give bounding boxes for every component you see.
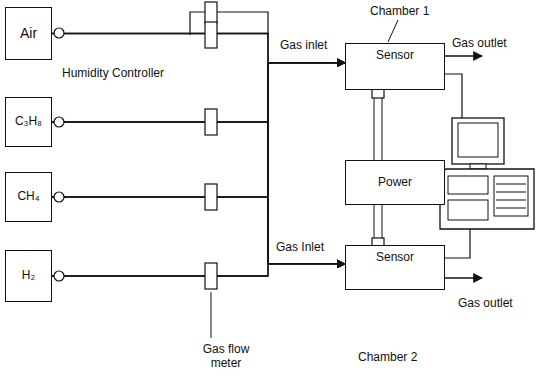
power-cable [374, 90, 383, 160]
valve [54, 28, 64, 38]
gas-line [52, 122, 345, 264]
gas-source-box: Air [5, 7, 52, 60]
node-text: Sensor [376, 49, 414, 63]
gas-outlet-arrow [445, 55, 482, 56]
gas-line [52, 63, 345, 276]
gas-outlet-arrow [445, 277, 482, 278]
power-box: Power [345, 160, 445, 205]
gas-line [52, 34, 345, 63]
node-text: CH₄ [17, 190, 39, 204]
component-label: Humidity Controller [62, 66, 164, 80]
leader-line [388, 20, 398, 42]
gas-outlet-label: Gas outlet [452, 36, 507, 50]
leader-line [211, 292, 212, 338]
chamber-label: Chamber 2 [358, 350, 417, 364]
flow-meter [205, 109, 217, 135]
gas-line [52, 264, 345, 276]
flow-meter [205, 22, 217, 48]
flow-meter [205, 263, 217, 289]
gas-source-box: H₂ [5, 250, 52, 302]
signal-line [445, 74, 462, 118]
gas-line [52, 63, 345, 122]
node-text: H₂ [22, 269, 35, 283]
valve [54, 117, 64, 127]
gas-outlet-label: Gas outlet [458, 296, 513, 310]
node-text: Power [378, 176, 412, 190]
computer [440, 118, 534, 229]
humidity-branch-line [190, 12, 268, 35]
gas-line [52, 63, 345, 197]
gas-source-box: C₃H₈ [5, 97, 52, 147]
gas-line [52, 34, 345, 264]
node-text: C₃H₈ [15, 115, 42, 129]
power-cable-core [375, 90, 382, 160]
valve [54, 192, 64, 202]
humidity-controller [205, 2, 217, 24]
component-label: Gas flow meter [186, 342, 266, 371]
node-text: Air [20, 25, 37, 41]
gas-line [52, 197, 345, 264]
valve [54, 271, 64, 281]
chamber-label: Chamber 1 [370, 4, 429, 18]
gas-inlet-label: Gas Inlet [276, 240, 324, 254]
chamber-box: Sensor [345, 43, 445, 90]
node-text: Sensor [376, 251, 414, 265]
gas-inlet-label: Gas inlet [280, 38, 327, 52]
gas-source-box: CH₄ [5, 172, 52, 222]
flow-meter [205, 184, 217, 210]
chamber-box: Sensor [345, 245, 445, 290]
signal-line [445, 229, 470, 258]
